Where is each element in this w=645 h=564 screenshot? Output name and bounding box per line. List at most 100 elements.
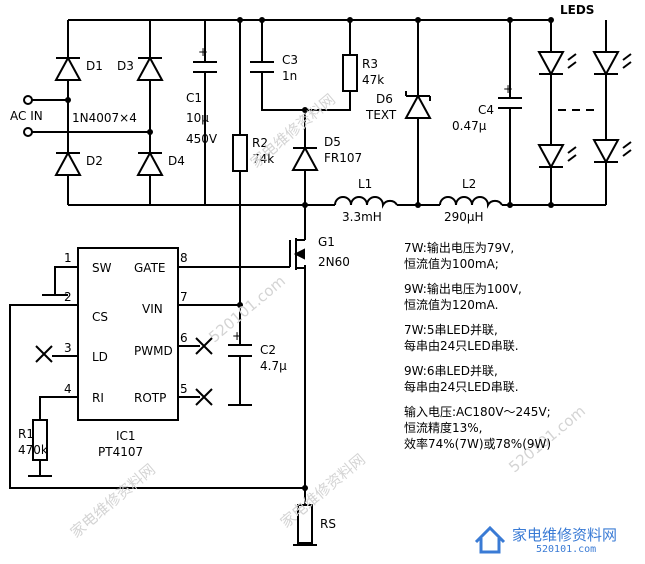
- c4-label: C4: [478, 103, 494, 117]
- ri-r1-wire: [28, 396, 78, 477]
- note-group-7w-output: 7W:输出电压为79V, 恒流值为100mA;: [404, 240, 640, 272]
- l2-value: 290μH: [444, 210, 484, 224]
- ac-in-label: AC IN: [10, 109, 43, 123]
- cs-loop: [9, 304, 305, 489]
- note-group-input: 输入电压:AC180V～245V; 恒流精度13%, 效率74%(7W)或78%…: [404, 404, 640, 452]
- note-line: 9W:输出电压为100V,: [404, 282, 522, 296]
- c3-r3-loop: [261, 20, 351, 111]
- g1-label: G1: [318, 235, 335, 249]
- logo-url: 520101.com: [536, 544, 597, 555]
- pin-6-number: 6: [180, 331, 188, 345]
- d3-label: D3: [117, 59, 134, 73]
- note-line: 7W:输出电压为79V,: [404, 241, 515, 255]
- pin-vin-label: VIN: [142, 302, 163, 316]
- notes-block: 7W:输出电压为79V, 恒流值为100mA; 9W:输出电压为100V, 恒流…: [404, 240, 640, 461]
- r2-label: R2: [252, 136, 268, 150]
- note-line: 每串由24只LED串联.: [404, 380, 519, 394]
- ic-label: IC1: [116, 429, 136, 443]
- note-group-7w-led: 7W:5串LED并联, 每串由24只LED串联.: [404, 322, 640, 354]
- c1-value: 10μ: [186, 111, 209, 125]
- pin-1-number: 1: [64, 251, 72, 265]
- nc-stubs: [52, 345, 200, 398]
- d5-value: FR107: [324, 151, 362, 165]
- c1-voltage: 450V: [186, 132, 218, 146]
- note-group-9w-led: 9W:6串LED并联, 每串由24只LED串联.: [404, 363, 640, 395]
- c4-value: 0.47μ: [452, 119, 487, 133]
- bridge-diodes: [54, 55, 164, 176]
- note-line: 7W:5串LED并联,: [404, 323, 498, 337]
- c3-value: 1n: [282, 69, 297, 83]
- led-icon: [592, 139, 620, 165]
- ac-terminals: [23, 95, 33, 137]
- d1-symbol: [54, 55, 82, 81]
- pin-cs-label: CS: [92, 310, 108, 324]
- d2-label: D2: [86, 154, 103, 168]
- pin-rotp-label: ROTP: [134, 391, 166, 405]
- pin-4-number: 4: [64, 382, 72, 396]
- note-line: 输入电压:AC180V～245V;: [404, 405, 551, 419]
- pin-7-number: 7: [180, 290, 188, 304]
- c4-symbol: [498, 97, 522, 109]
- g1-symbol: [289, 238, 305, 270]
- r2-symbol: [232, 134, 248, 172]
- pin-5-number: 5: [180, 382, 188, 396]
- d3-symbol: [136, 55, 164, 81]
- d4-symbol: [136, 150, 164, 176]
- c1-label: C1: [186, 91, 202, 105]
- d6-label: D6: [376, 92, 393, 106]
- leds-label: LEDS: [560, 3, 594, 17]
- r3-label: R3: [362, 57, 378, 71]
- c2-wire: [228, 305, 252, 406]
- d5-label: D5: [324, 135, 341, 149]
- d6-value: TEXT: [365, 108, 397, 122]
- note-line: 恒流值为100mA;: [404, 257, 499, 271]
- d4-label: D4: [168, 154, 185, 168]
- c1-symbol: [193, 61, 217, 73]
- l2-symbol: [439, 196, 503, 209]
- rs-label: RS: [320, 517, 336, 531]
- c2-label: C2: [260, 343, 276, 357]
- site-logo: 家电维修资料网 520101.com: [472, 520, 642, 560]
- rs-symbol: [297, 504, 313, 544]
- l1-label: L1: [358, 177, 372, 191]
- led-icon: [537, 144, 565, 170]
- r1-value: 470k: [18, 443, 48, 457]
- ic-box: [77, 247, 179, 421]
- c3-label: C3: [282, 53, 298, 67]
- d5-symbol: [291, 145, 319, 171]
- led-array: [537, 51, 632, 170]
- led-icon: [537, 51, 565, 77]
- pin-ri-label: RI: [92, 391, 104, 405]
- c2-symbol: [228, 344, 252, 357]
- pin-3-number: 3: [64, 341, 72, 355]
- l1-value: 3.3mH: [342, 210, 382, 224]
- c2-value: 4.7μ: [260, 359, 287, 373]
- note-line: 恒流精度13%,: [404, 421, 483, 435]
- pin-ld-label: LD: [92, 350, 108, 364]
- r3-value: 47k: [362, 73, 384, 87]
- logo-icon: [474, 525, 506, 554]
- ic-part-label: PT4107: [98, 445, 143, 459]
- logo-text: 家电维修资料网: [512, 526, 618, 544]
- c3-symbol: [250, 61, 274, 73]
- pin-2-number: 2: [64, 290, 72, 304]
- led-icon: [592, 51, 620, 77]
- note-group-9w-output: 9W:输出电压为100V, 恒流值为120mA.: [404, 281, 640, 313]
- ac-in-wires: [30, 99, 150, 133]
- r1-symbol: [32, 419, 48, 461]
- note-line: 每串由24只LED串联.: [404, 339, 519, 353]
- pin-gate-label: GATE: [134, 261, 166, 275]
- note-line: 效率74%(7W)或78%(9W): [404, 437, 552, 451]
- inductors: [334, 196, 503, 210]
- sw-ground: [42, 266, 78, 296]
- junction-dots: [65, 17, 554, 491]
- g1-value: 2N60: [318, 255, 350, 269]
- d6-symbol: [404, 91, 432, 119]
- svg-text:+: +: [503, 82, 513, 96]
- l1-symbol: [334, 196, 398, 209]
- r1-label: R1: [18, 427, 34, 441]
- d1-label: D1: [86, 59, 103, 73]
- pin-8-number: 8: [180, 251, 188, 265]
- note-line: 9W:6串LED并联,: [404, 364, 498, 378]
